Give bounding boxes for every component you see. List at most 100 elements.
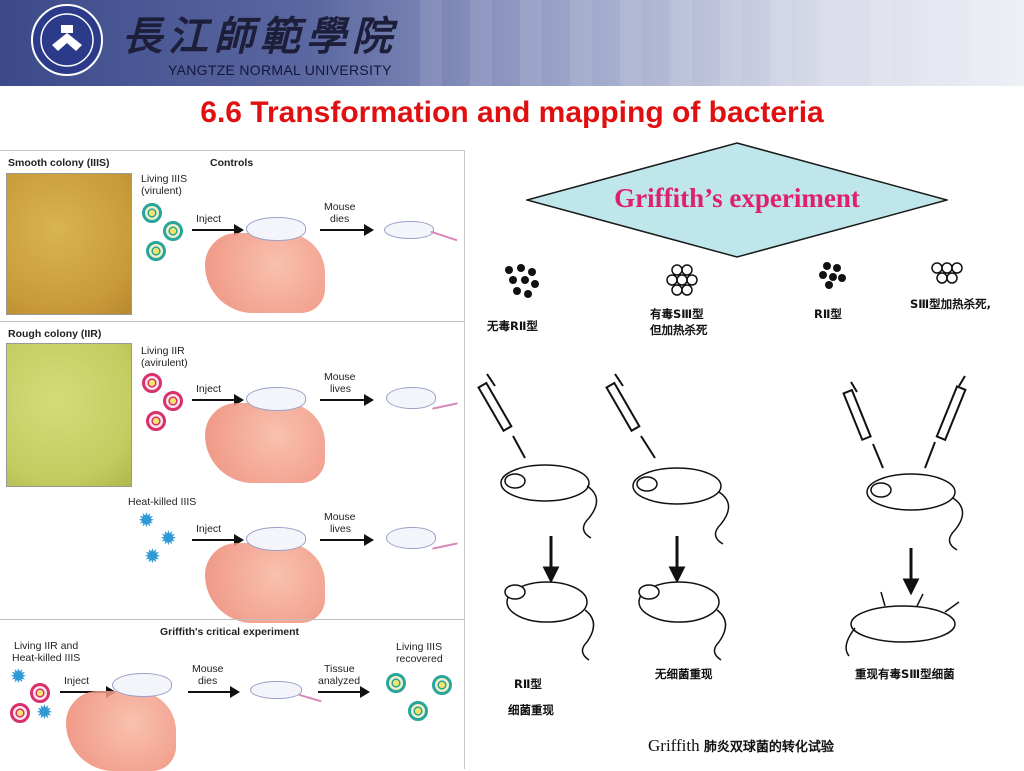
r-type-label: RⅡ型 [814, 307, 842, 321]
banner-stripe [720, 0, 742, 86]
hand-injecting-mouse-illustration [205, 403, 325, 483]
result-no-bacteria-label: 无细菌重现 [655, 667, 713, 681]
mix-label: Living IIR and [14, 640, 79, 652]
syringe-icon [477, 373, 526, 459]
figure-caption: Griffith 肺炎双球菌的转化试验 [648, 736, 834, 756]
griffith-sketch-figure [477, 262, 967, 661]
mouse-lives-label: lives [330, 523, 352, 535]
rough-colony-label: Rough colony (IIR) [8, 328, 102, 340]
dead-mouse-illustration [384, 221, 434, 239]
mouse-tail [430, 230, 458, 242]
controls-label: Controls [210, 157, 254, 169]
mouse-illustration [246, 387, 306, 411]
avirulent-label: (avirulent) [141, 357, 188, 369]
banner-stripe [620, 0, 642, 86]
s-cell-icon [142, 203, 162, 223]
r-cell-icon [30, 683, 50, 703]
smooth-colony-image [6, 173, 132, 315]
caption-en: Griffith [648, 736, 700, 755]
heat-killed-label: Heat-killed IIIS [128, 496, 197, 508]
title-diamond-shape [526, 142, 948, 258]
r-cell-icon [142, 373, 162, 393]
arrow-icon [320, 224, 374, 236]
banner-stripe [420, 0, 442, 86]
rat-illustration [632, 467, 730, 545]
mouse-lives-label: lives [330, 383, 352, 395]
mix-label: Heat-killed IIIS [12, 652, 81, 664]
arrow-icon [188, 686, 240, 698]
banner-stripe [520, 0, 542, 86]
recovered-label: recovered [396, 653, 443, 665]
arrow-icon [320, 394, 374, 406]
arrow-icon [192, 394, 244, 406]
section-divider [0, 321, 464, 322]
living-r-label: Living IIR [141, 345, 185, 357]
griffith-experiment-title: Griffith’s experiment [614, 183, 860, 213]
result-r-label: RⅡ型 [514, 677, 542, 691]
down-arrow-icon [902, 548, 920, 596]
banner-stripe [870, 0, 892, 86]
griffith-diagram-figure: Smooth colony (IIIS) Controls Living III… [0, 150, 465, 771]
mouse-illustration [112, 673, 172, 697]
banner-stripe [470, 0, 492, 86]
s-cell-icon [408, 701, 428, 721]
result-r-reappear-label: 细菌重现 [508, 703, 554, 717]
r-bacteria-cluster-icon [505, 264, 539, 298]
dead-rat-illustration [845, 591, 960, 657]
smooth-colony-label: Smooth colony (IIIS) [8, 157, 110, 169]
r-cell-icon [10, 703, 30, 723]
banner-stripe [570, 0, 592, 86]
s-cell-icon [146, 241, 166, 261]
rat-illustration [504, 581, 595, 661]
hand-injecting-mouse-illustration [205, 233, 325, 313]
r-cell-icon [146, 411, 166, 431]
down-arrow-icon [542, 536, 560, 584]
rat-illustration [866, 473, 964, 551]
tissue-analyzed-label: analyzed [318, 675, 361, 687]
banner-stripe [920, 0, 942, 86]
rat-illustration [638, 581, 727, 661]
s-killed-label: SⅢ型加热杀死, [910, 297, 992, 311]
heat-killed-cell-icon: ✹ [160, 528, 177, 550]
mouse-tail [298, 693, 322, 703]
tissue-analyzed-label: Tissue [324, 663, 355, 675]
rough-colony-image [6, 343, 132, 487]
dead-mouse-illustration [250, 681, 302, 699]
arrow-icon [192, 224, 244, 236]
inject-label: Inject [64, 675, 90, 687]
university-name-en: YANGTZE NORMAL UNIVERSITY [168, 62, 392, 78]
syringe-icon [924, 375, 967, 469]
mouse-illustration [246, 527, 306, 551]
s-bacteria-cluster-icon [931, 262, 963, 284]
caption-cn: 肺炎双球菌的转化试验 [703, 740, 834, 755]
university-name-cn: 長江師範學院 [122, 13, 398, 60]
inject-label: Inject [196, 213, 222, 225]
r-cell-icon [163, 391, 183, 411]
university-logo-icon [31, 4, 103, 76]
live-mouse-illustration [386, 387, 436, 409]
s-cell-icon [386, 673, 406, 693]
mouse-dies-label: dies [330, 213, 350, 225]
inject-label: Inject [196, 523, 222, 535]
rat-illustration [500, 464, 598, 539]
r-bacteria-cluster-icon [819, 262, 846, 289]
mouse-tail [432, 542, 458, 550]
syringe-icon [842, 381, 884, 469]
live-mouse-illustration [386, 527, 436, 549]
s-cell-icon [432, 675, 452, 695]
banner-stripe [970, 0, 992, 86]
s-bacteria-cluster-icon [666, 264, 698, 296]
nonvirulent-r-label: 无毒RⅡ型 [487, 319, 538, 333]
heat-killed-s-label: 但加热杀死 [650, 323, 708, 337]
critical-experiment-label: Griffith's critical experiment [160, 626, 300, 638]
mouse-dies-label: Mouse [324, 201, 356, 213]
mouse-lives-label: Mouse [324, 511, 356, 523]
section-divider [0, 619, 464, 620]
living-s-label: Living IIIS [141, 173, 188, 185]
heat-killed-cell-icon: ✹ [144, 546, 161, 568]
result-s-reappear-label: 重现有毒SⅢ型细菌 [855, 667, 955, 681]
inject-label: Inject [196, 383, 222, 395]
slide-title: 6.6 Transformation and mapping of bacter… [200, 96, 824, 129]
mouse-tail [432, 402, 458, 410]
mouse-dies-label: dies [198, 675, 218, 687]
